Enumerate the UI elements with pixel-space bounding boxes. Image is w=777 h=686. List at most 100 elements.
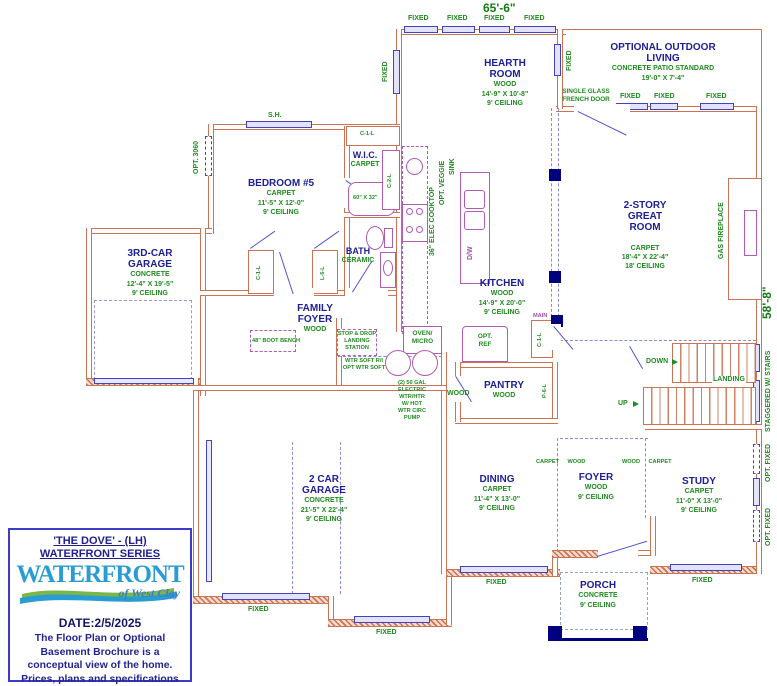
wall: [552, 362, 558, 424]
label-line: W/ HOT: [401, 400, 423, 407]
window-label: FIXED: [706, 93, 727, 100]
overall-width-dimension: 65'-6": [483, 1, 516, 15]
window-fixed: [700, 103, 734, 110]
window-optional: [753, 510, 760, 542]
wall: [756, 298, 762, 346]
room-name: BATH: [345, 246, 371, 256]
island-sink: [464, 211, 485, 230]
stair-treads: [643, 387, 756, 425]
stair-door: [629, 346, 643, 370]
wall: [86, 228, 212, 234]
closet: [312, 250, 338, 294]
window-single-hung: [246, 121, 312, 128]
panel-label: MAIN: [533, 313, 548, 319]
arrow-icon: [633, 401, 639, 407]
refrigerator: [462, 326, 508, 362]
room-name: W.I.C.: [352, 150, 378, 160]
dishwasher-label: D/W: [467, 246, 474, 260]
room-name: 2 CAR GARAGE: [302, 474, 346, 497]
wall: [446, 574, 452, 625]
vanity-sink: [383, 260, 393, 276]
window-label: OPT. FIXED: [765, 443, 772, 483]
room-pantry: PANTRY WOOD: [476, 380, 532, 401]
wall: [756, 438, 762, 574]
floor-label: CARPET: [648, 459, 672, 465]
window-fixed: [442, 26, 475, 33]
room-wic: W.I.C. CARPET: [346, 150, 384, 170]
window-optional: [205, 136, 212, 176]
cooktop-label: 36" ELEC COOKTOP: [429, 187, 436, 257]
window-fixed: [354, 616, 430, 623]
room-study: STUDY CARPET 11'-0" X 13'-0" 9' CEILING: [662, 476, 736, 516]
fireplace-insert: [744, 210, 757, 256]
room-3rd-car-garage: 3RD-CAR GARAGE CONCRETE 12'-4" X 19'-5" …: [110, 248, 190, 299]
water-heater: [385, 350, 411, 376]
room-bedroom5: BEDROOM #5 CARPET 11'-5" X 12'-0" 9' CEI…: [242, 178, 320, 218]
label-line: OPT.: [477, 333, 493, 340]
door-opening: [551, 324, 561, 350]
label-line: WTR CIRC: [398, 407, 426, 414]
room-material: CARPET: [350, 161, 380, 169]
window-label: STAGGERED W/ STAIRS: [765, 350, 772, 432]
window-label: FIXED: [408, 15, 429, 22]
closet-label: C-1-L: [360, 131, 375, 137]
window-fixed: [222, 593, 310, 600]
window-label: FIXED: [524, 15, 545, 22]
wall: [455, 362, 558, 368]
label-line: SINGLE GLASS: [562, 88, 610, 95]
closet: [346, 126, 400, 146]
room-material: CARPET: [266, 190, 296, 198]
window-label: S.H.: [268, 112, 282, 119]
fireplace-label: GAS FIREPLACE: [718, 202, 725, 260]
room-ceiling: 9' CEILING: [484, 309, 520, 317]
room-name: FAMILY FOYER: [297, 303, 333, 326]
toilet-tank: [384, 228, 393, 248]
closet-label: C-1-L: [537, 332, 543, 348]
closet: [248, 250, 274, 294]
floor-label: WOOD: [567, 459, 586, 465]
room-material: CONCRETE PATIO STANDARD: [611, 65, 715, 73]
dashed-line: [557, 438, 558, 552]
closet-label: C-1-L: [256, 265, 262, 281]
garage-door: [206, 440, 212, 582]
window-label: FIXED: [654, 93, 675, 100]
room-dining: DINING CARPET 11'-4" X 13'-0" 9' CEILING: [460, 474, 534, 514]
room-material: CONCRETE: [130, 271, 170, 279]
water-heater-label: (2) 50 GAL ELECTRIC WTR/HTR W/ HOT WTR C…: [390, 380, 434, 422]
room-ceiling: 9' CEILING: [487, 100, 523, 108]
column: [549, 271, 561, 283]
room-ceiling: 9' CEILING: [681, 507, 717, 515]
window-fixed: [514, 26, 556, 33]
room-ceiling: 9' CEILING: [578, 493, 614, 501]
label-line: WTR/HTR: [399, 393, 425, 400]
door-opening: [274, 288, 314, 298]
window-label: FIXED: [447, 15, 468, 22]
window-label: FIXED: [566, 50, 573, 72]
room-material: WOOD: [490, 290, 514, 298]
wall: [638, 550, 656, 556]
bathtub-label: 60" X 32": [353, 195, 378, 201]
label-line: (2) 50 GAL: [398, 380, 426, 386]
room-name: HEARTH ROOM: [484, 58, 526, 81]
wall: [455, 402, 461, 422]
overall-height-dimension: 58'-8": [760, 286, 774, 320]
water-heater: [412, 350, 438, 376]
burner: [406, 226, 413, 233]
dashed-line: [560, 438, 648, 439]
room-foyer: FOYER WOOD 9' CEILING: [568, 472, 624, 502]
room-porch: PORCH CONCRETE 9' CEILING: [568, 580, 628, 610]
room-name: 3RD-CAR GARAGE: [127, 248, 173, 271]
wall: [396, 130, 402, 332]
locker-cabinet: [382, 150, 400, 210]
oven-micro: [403, 326, 442, 354]
window-label: FIXED: [486, 579, 507, 586]
dashed-line: [551, 108, 552, 342]
room-size: 14'-9" X 10'-8": [481, 90, 529, 98]
porch-column: [548, 626, 562, 640]
floor-label: CARPET: [536, 459, 559, 465]
burner: [416, 208, 423, 215]
room-size: 21'-5" X 22'-4": [300, 506, 348, 514]
room-name: OPTIONAL OUTDOOR LIVING: [610, 42, 716, 65]
room-name: DINING: [479, 474, 515, 485]
room-outdoor-living: OPTIONAL OUTDOOR LIVING CONCRETE PATIO S…: [600, 42, 726, 83]
